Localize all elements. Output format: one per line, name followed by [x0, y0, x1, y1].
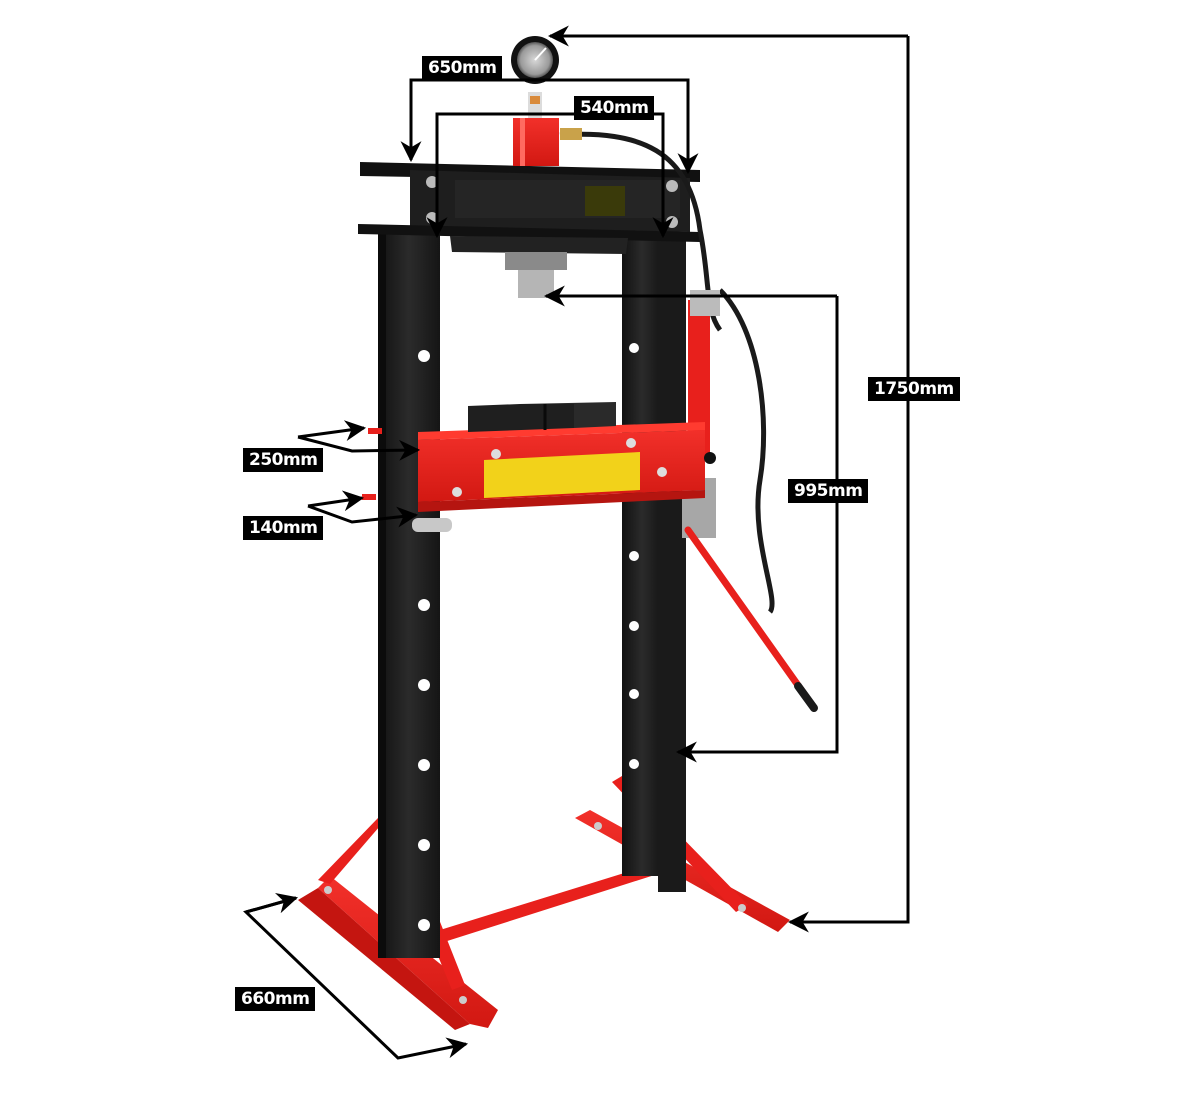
press-plates: [468, 402, 616, 432]
dimension-label-table-height: 140mm: [243, 516, 324, 540]
dimension-660mm-line: [243, 892, 469, 1060]
right-upright: [622, 236, 686, 892]
work-table: [418, 422, 716, 512]
dimension-label-table-depth: 250mm: [243, 448, 324, 472]
ram: [450, 236, 628, 298]
dimension-label-inner-width: 540mm: [574, 96, 655, 120]
dimension-label-foot-length: 660mm: [235, 987, 316, 1011]
left-upright: [378, 230, 440, 958]
pump-body: [682, 290, 720, 538]
hydraulic-cylinder: [513, 92, 559, 166]
dimension-540mm-line: [426, 112, 674, 239]
dimension-1750mm-line: [547, 25, 910, 933]
dimension-label-outer-width: 650mm: [422, 56, 503, 80]
pump-handle: [684, 526, 818, 712]
pressure-gauge: [511, 36, 559, 84]
foot-crossbar: [440, 862, 664, 942]
dimension-label-working-height: 995mm: [788, 479, 869, 503]
table-pins: [362, 428, 452, 532]
dimension-650mm-line: [400, 78, 699, 175]
dimension-995mm-line: [543, 285, 839, 763]
dimension-140mm-line: [307, 490, 419, 528]
dimension-250mm-line: [297, 420, 421, 461]
top-crossbeam: [358, 162, 700, 242]
dimension-label-total-height: 1750mm: [868, 377, 960, 401]
